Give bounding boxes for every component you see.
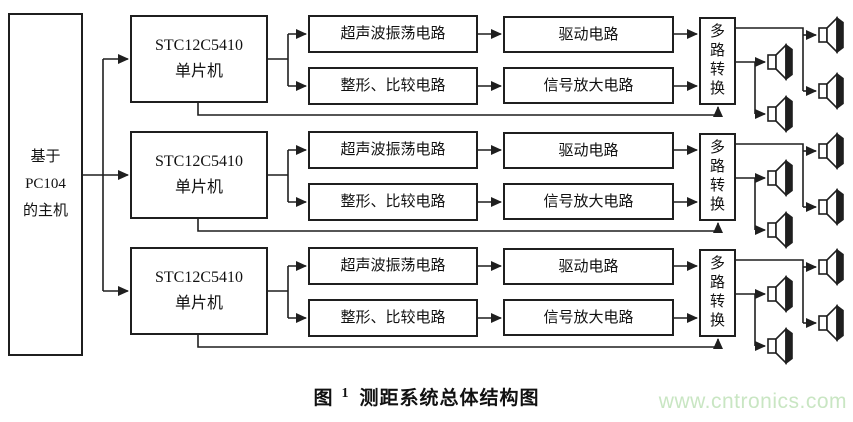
figure-caption-title: 测距系统总体结构图 <box>359 388 540 409</box>
shaper-box-1: 整形、比较电路 <box>308 67 478 105</box>
mcu-model-label: STC12C5410 <box>154 153 243 170</box>
host-label-line2: PC104 <box>25 176 66 192</box>
mcu-type-label: 单片机 <box>174 179 223 196</box>
figure-caption-number: 1 <box>341 385 350 401</box>
amplifier-label: 信号放大电路 <box>543 77 634 94</box>
oscillator-box-2: 超声波振荡电路 <box>308 131 478 169</box>
driver-label: 驱动电路 <box>558 142 619 159</box>
oscillator-box-3: 超声波振荡电路 <box>308 247 478 285</box>
mcu-box-1: STC12C5410 单片机 <box>130 15 268 103</box>
watermark-text: www.cntronics.com <box>658 390 847 413</box>
host-label-line1: 基于 <box>30 149 61 165</box>
oscillator-label: 超声波振荡电路 <box>340 258 446 274</box>
driver-label: 驱动电路 <box>558 258 619 275</box>
mux-box-2: 多路转换 <box>699 133 736 221</box>
oscillator-label: 超声波振荡电路 <box>340 142 446 158</box>
host-trunk-wiring <box>83 54 129 296</box>
amplifier-label: 信号放大电路 <box>543 309 634 326</box>
mux-label: 多路转换 <box>709 24 725 97</box>
amplifier-box-1: 信号放大电路 <box>503 67 674 104</box>
host-pc104-box: 基于 PC104 的主机 <box>8 13 83 356</box>
driver-box-2: 驱动电路 <box>503 132 674 169</box>
mcu-type-label: 单片机 <box>174 295 223 312</box>
host-label-line3: 的主机 <box>22 203 68 219</box>
mcu-type-label: 单片机 <box>174 63 223 80</box>
amplifier-label: 信号放大电路 <box>543 193 634 210</box>
figure-caption-prefix: 图 <box>313 388 334 409</box>
mcu-box-3: STC12C5410 单片机 <box>130 247 268 335</box>
mcu-box-2: STC12C5410 单片机 <box>130 131 268 219</box>
driver-label: 驱动电路 <box>558 26 619 43</box>
amplifier-box-2: 信号放大电路 <box>503 183 674 220</box>
mcu-model-label: STC12C5410 <box>154 269 243 286</box>
shaper-label: 整形、比较电路 <box>340 78 446 94</box>
shaper-label: 整形、比较电路 <box>340 310 446 326</box>
mux-label: 多路转换 <box>709 140 725 213</box>
shaper-box-2: 整形、比较电路 <box>308 183 478 221</box>
mux-box-3: 多路转换 <box>699 249 736 337</box>
driver-box-3: 驱动电路 <box>503 248 674 285</box>
mcu-model-label: STC12C5410 <box>154 37 243 54</box>
mux-label: 多路转换 <box>709 256 725 329</box>
oscillator-box-1: 超声波振荡电路 <box>308 15 478 53</box>
amplifier-box-3: 信号放大电路 <box>503 299 674 336</box>
driver-box-1: 驱动电路 <box>503 16 674 53</box>
oscillator-label: 超声波振荡电路 <box>340 26 446 42</box>
shaper-label: 整形、比较电路 <box>340 194 446 210</box>
mux-box-1: 多路转换 <box>699 17 736 105</box>
shaper-box-3: 整形、比较电路 <box>308 299 478 337</box>
